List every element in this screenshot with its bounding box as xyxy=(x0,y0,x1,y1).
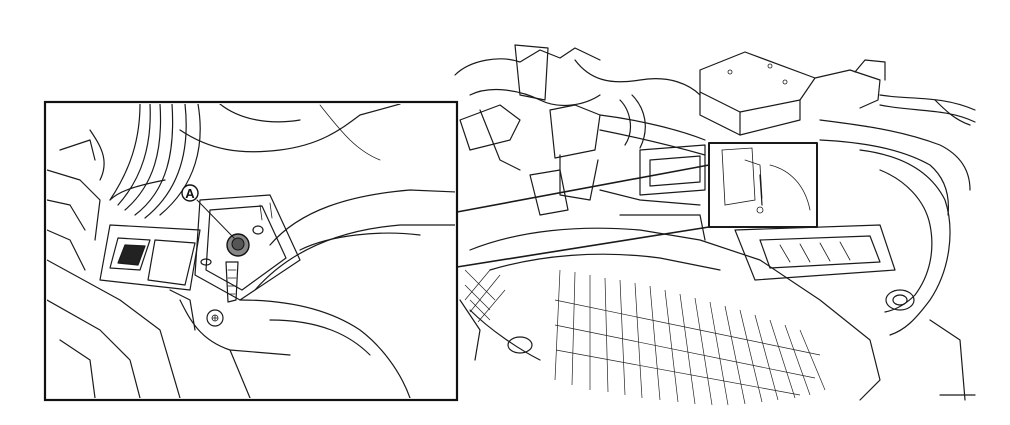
zoom-area-marker xyxy=(708,142,818,228)
zoom-leader-top xyxy=(456,164,710,213)
detail-inset: A xyxy=(43,100,459,402)
zoom-area-parts xyxy=(721,147,811,214)
locating-pin xyxy=(225,261,239,303)
detail-inset-frame xyxy=(43,100,459,402)
callout-a: A xyxy=(181,184,235,239)
zoom-leader-bottom xyxy=(456,226,710,268)
vent-grille xyxy=(99,224,201,291)
hvac-unit-overview xyxy=(454,44,976,406)
screw-lower xyxy=(206,309,224,327)
wire-harness xyxy=(109,104,201,219)
bolt-a xyxy=(226,233,250,257)
callout-a-label: A xyxy=(185,186,195,201)
